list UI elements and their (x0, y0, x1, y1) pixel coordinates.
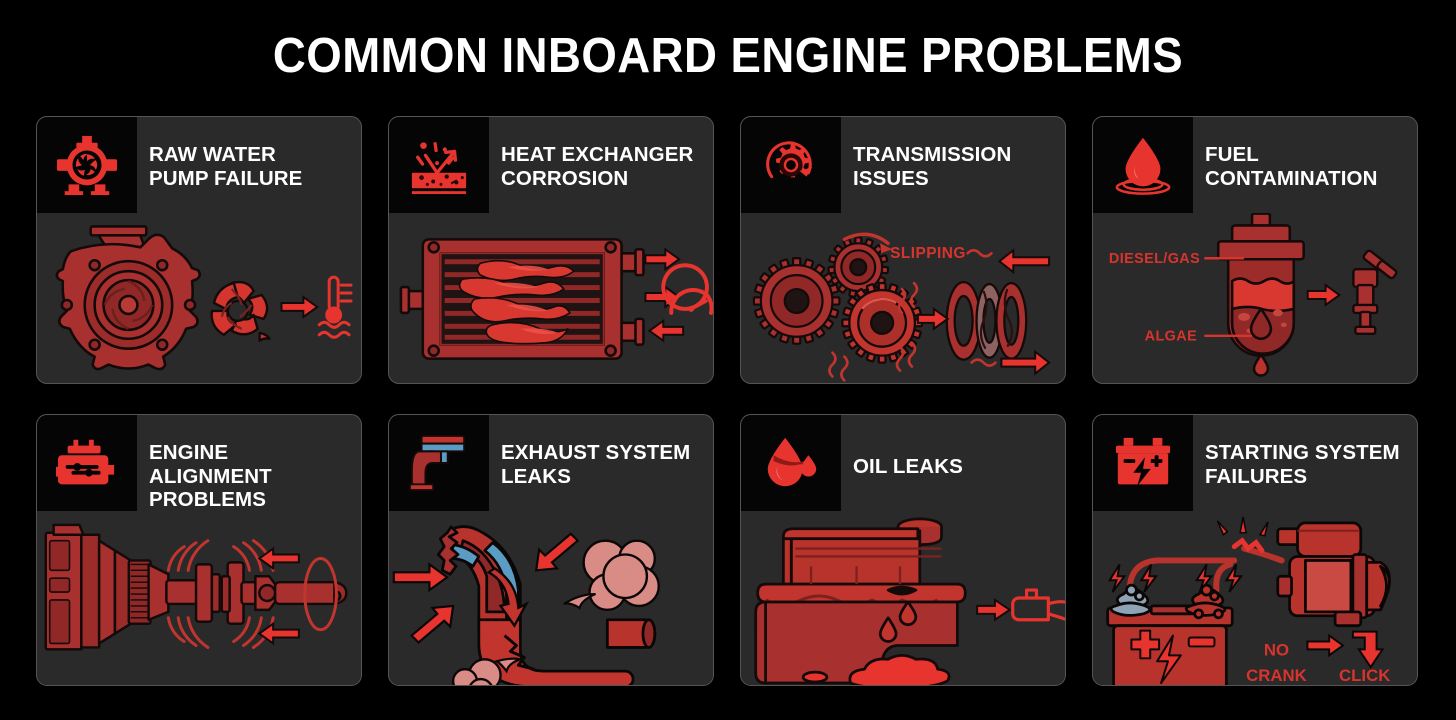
illustration-exhaust (389, 511, 713, 685)
exhaust-elbow-icon (389, 415, 489, 511)
card-title: OIL LEAKS (853, 455, 963, 478)
card-header: OIL LEAKS (741, 415, 1065, 511)
label-click: CLICK (1339, 666, 1390, 685)
oil-droplet-icon (741, 415, 841, 511)
fuel-droplet-icon (1093, 117, 1193, 213)
illustration-alignment (37, 511, 361, 685)
rotating-gear-icon (741, 117, 841, 213)
label-slipping: SLIPPING (890, 245, 966, 262)
engine-block-icon (37, 415, 137, 511)
page-title: COMMON INBOARD ENGINE PROBLEMS (272, 29, 1184, 83)
illustration-heat-exchanger (389, 213, 713, 383)
illustration-transmission: SLIPPING (741, 213, 1065, 383)
illustration-starting-system: NO CRANK CLICK (1093, 511, 1417, 685)
illustration-pump (37, 213, 361, 383)
label-algae: ALGAE (1145, 329, 1197, 345)
water-pump-icon (37, 117, 137, 213)
corroded-surface-icon (389, 117, 489, 213)
label-no: NO (1264, 640, 1289, 659)
illustration-oil-leak (741, 511, 1065, 685)
battery-icon (1093, 415, 1193, 511)
label-crank: CRANK (1246, 666, 1307, 685)
label-diesel-gas: DIESEL/GAS (1109, 251, 1200, 267)
illustration-fuel-filter: DIESEL/GAS ALGAE (1093, 213, 1417, 383)
card-oil-leaks[interactable]: OIL LEAKS (740, 414, 1066, 686)
